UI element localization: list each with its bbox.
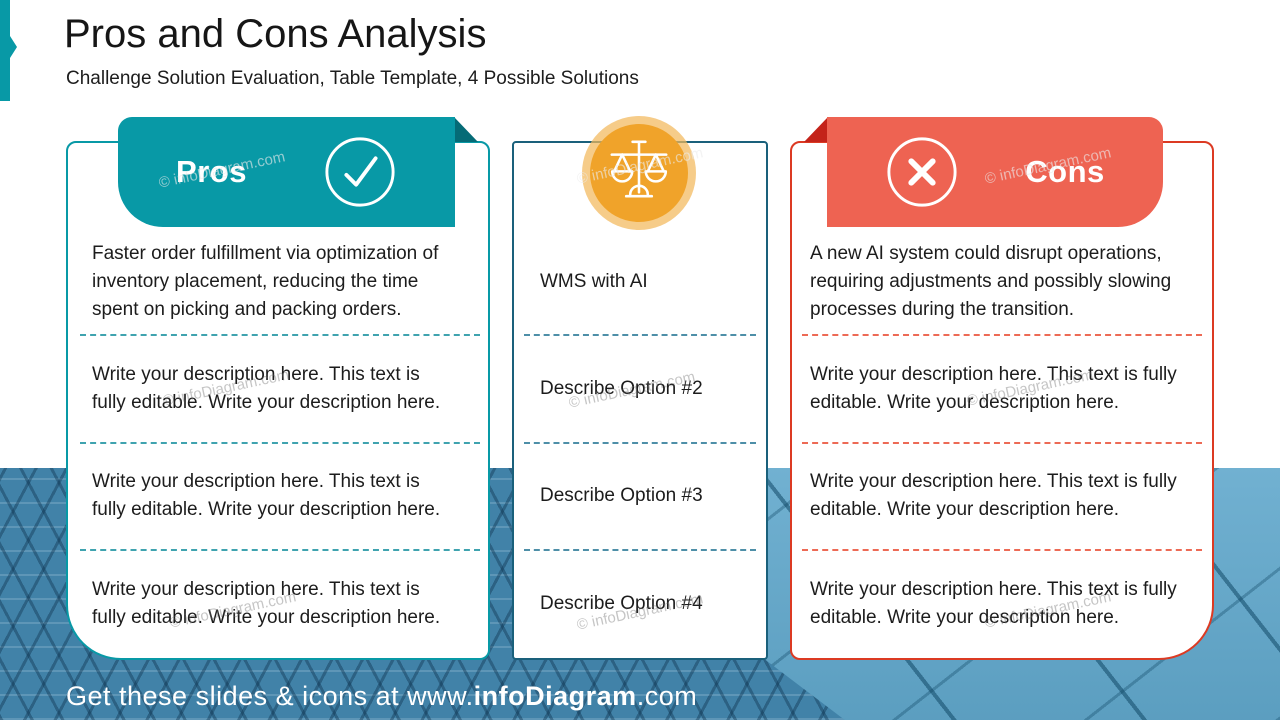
- pros-row-2: Write your description here. This text i…: [80, 336, 480, 444]
- cons-header-label: Cons: [1025, 154, 1105, 189]
- footer-credit-prefix: Get these slides & icons at www.: [66, 681, 474, 711]
- cons-card: [790, 141, 1214, 660]
- options-row-3: Describe Option #3: [524, 444, 756, 551]
- pros-header-tab: Pros: [118, 117, 455, 227]
- cons-row-3-text: Write your description here. This text i…: [810, 471, 1177, 521]
- options-row-3-text: Describe Option #3: [540, 485, 703, 507]
- cons-tab-fold: [804, 118, 827, 142]
- options-row-1-text: WMS with AI: [540, 270, 648, 292]
- pros-row-1-text: Faster order fulfillment via optimizatio…: [92, 242, 439, 320]
- options-row-4: Describe Option #4: [524, 551, 756, 658]
- pros-row-1: Faster order fulfillment via optimizatio…: [80, 229, 480, 337]
- pros-header-label: Pros: [176, 154, 247, 189]
- cons-row-4-text: Write your description here. This text i…: [810, 579, 1177, 629]
- cons-row-1: A new AI system could disrupt operations…: [802, 229, 1202, 337]
- x-circle-icon: [885, 135, 959, 209]
- cons-rows: A new AI system could disrupt operations…: [802, 229, 1202, 658]
- page-title: Pros and Cons Analysis: [64, 12, 487, 56]
- options-row-2-text: Describe Option #2: [540, 377, 703, 399]
- pros-tab-fold: [455, 118, 478, 142]
- cons-row-2: Write your description here. This text i…: [802, 336, 1202, 444]
- options-card: [512, 141, 768, 660]
- cons-header-tab: Cons: [827, 117, 1163, 227]
- pros-row-3: Write your description here. This text i…: [80, 444, 480, 551]
- cons-row-2-text: Write your description here. This text i…: [810, 363, 1177, 413]
- pros-row-2-text: Write your description here. This text i…: [92, 363, 441, 413]
- footer-credit: Get these slides & icons at www.infoDiag…: [66, 681, 697, 712]
- pros-row-4-text: Write your description here. This text i…: [92, 579, 441, 629]
- cons-row-1-text: A new AI system could disrupt operations…: [810, 242, 1172, 320]
- footer-credit-brand: infoDiagram: [473, 681, 637, 711]
- pros-card: [66, 141, 490, 660]
- cons-row-3: Write your description here. This text i…: [802, 444, 1202, 551]
- footer-credit-suffix: .com: [636, 681, 698, 711]
- options-row-2: Describe Option #2: [524, 336, 756, 444]
- page-subtitle: Challenge Solution Evaluation, Table Tem…: [66, 68, 639, 89]
- options-row-1: WMS with AI: [524, 229, 756, 337]
- options-rows: WMS with AI Describe Option #2 Describe …: [524, 229, 756, 658]
- check-circle-icon: [323, 135, 397, 209]
- pros-rows: Faster order fulfillment via optimizatio…: [80, 229, 480, 658]
- title-accent-ribbon: [0, 0, 17, 101]
- pros-row-3-text: Write your description here. This text i…: [92, 471, 441, 521]
- options-header-badge: [590, 124, 688, 222]
- cons-row-4: Write your description here. This text i…: [802, 551, 1202, 658]
- options-row-4-text: Describe Option #4: [540, 593, 703, 615]
- balance-scale-icon: [599, 133, 679, 213]
- pros-row-4: Write your description here. This text i…: [80, 551, 480, 658]
